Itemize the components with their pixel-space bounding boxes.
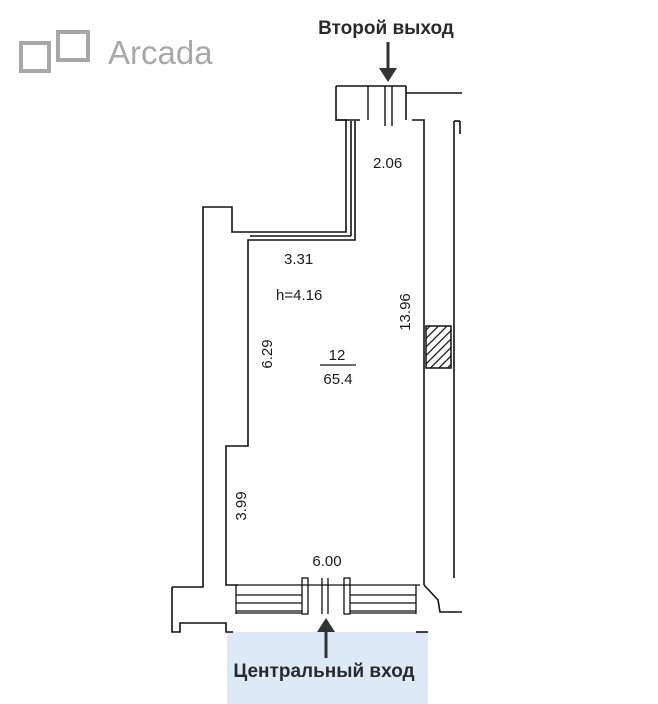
room-number: 12 xyxy=(329,347,346,364)
main-entrance-label: Центральный вход xyxy=(233,661,414,682)
dim-left-lower: 3.99 xyxy=(233,491,250,520)
dim-left-upper: 6.29 xyxy=(259,339,276,368)
main-entrance-door xyxy=(235,577,420,615)
dim-right-wall: 13.96 xyxy=(397,293,414,331)
second-exit-door xyxy=(367,86,393,126)
logo-text: Arcada xyxy=(108,34,213,71)
ceiling-height: h=4.16 xyxy=(276,287,322,304)
walls xyxy=(171,85,462,633)
second-exit-arrow-icon xyxy=(379,42,397,82)
room-area: 65.4 xyxy=(323,371,352,388)
dim-top-notch: 2.06 xyxy=(373,155,402,172)
hatched-column xyxy=(425,325,452,369)
dim-step: 3.31 xyxy=(284,251,313,268)
dim-bottom: 6.00 xyxy=(312,553,341,570)
main-entrance-arrow-icon xyxy=(317,618,335,658)
arcada-logo-icon xyxy=(19,30,90,73)
second-exit-label: Второй выход xyxy=(318,18,454,39)
